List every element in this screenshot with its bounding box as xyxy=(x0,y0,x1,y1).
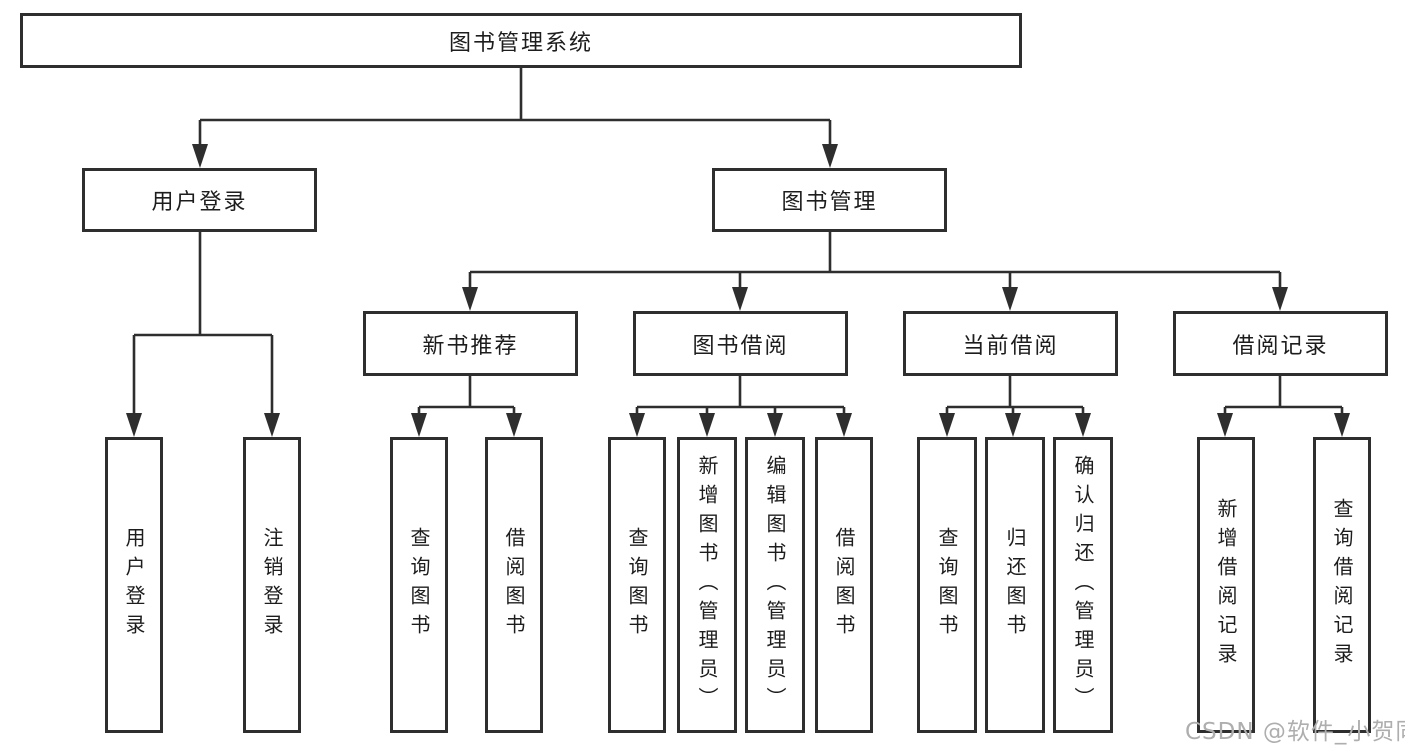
arrowhead xyxy=(506,413,522,437)
leaf-logout: 注销登录 xyxy=(243,437,301,733)
leaf-add-borrow-record: 新增借阅记录 xyxy=(1197,437,1255,733)
leaf-query-books-newbook: 查询图书 xyxy=(390,437,448,733)
arrowhead xyxy=(699,413,715,437)
arrowhead xyxy=(126,413,142,437)
arrowhead xyxy=(939,413,955,437)
csdn-watermark: CSDN @软件_小贺同学 xyxy=(1185,719,1405,745)
arrowhead xyxy=(192,144,208,168)
arrowhead xyxy=(411,413,427,437)
node-current-borrowing: 当前借阅 xyxy=(903,311,1118,376)
leaf-query-borrow-record: 查询借阅记录 xyxy=(1313,437,1371,733)
node-root: 图书管理系统 xyxy=(20,13,1022,68)
arrowhead xyxy=(1002,287,1018,311)
leaf-query-books-borrowing: 查询图书 xyxy=(608,437,666,733)
leaf-borrow-books-borrowing: 借阅图书 xyxy=(815,437,873,733)
arrowhead xyxy=(822,144,838,168)
node-user-login: 用户登录 xyxy=(82,168,317,232)
arrowhead xyxy=(1272,287,1288,311)
arrowhead xyxy=(1334,413,1350,437)
arrowhead xyxy=(629,413,645,437)
arrowhead xyxy=(836,413,852,437)
arrowhead xyxy=(767,413,783,437)
leaf-edit-books-admin: 编辑图书（管理员） xyxy=(745,437,805,733)
arrowhead xyxy=(1005,413,1021,437)
node-new-book-recommendation: 新书推荐 xyxy=(363,311,578,376)
arrowhead xyxy=(1217,413,1233,437)
leaf-confirm-return-admin: 确认归还（管理员） xyxy=(1053,437,1113,733)
leaf-user-login: 用户登录 xyxy=(105,437,163,733)
node-book-borrowing: 图书借阅 xyxy=(633,311,848,376)
arrowhead xyxy=(1075,413,1091,437)
node-borrowing-records: 借阅记录 xyxy=(1173,311,1388,376)
leaf-borrow-books-newbook: 借阅图书 xyxy=(485,437,543,733)
leaf-query-books-current: 查询图书 xyxy=(917,437,977,733)
leaf-return-books: 归还图书 xyxy=(985,437,1045,733)
node-book-management: 图书管理 xyxy=(712,168,947,232)
arrowhead xyxy=(732,287,748,311)
arrowhead xyxy=(264,413,280,437)
arrowhead xyxy=(462,287,478,311)
leaf-add-books-admin: 新增图书（管理员） xyxy=(677,437,737,733)
